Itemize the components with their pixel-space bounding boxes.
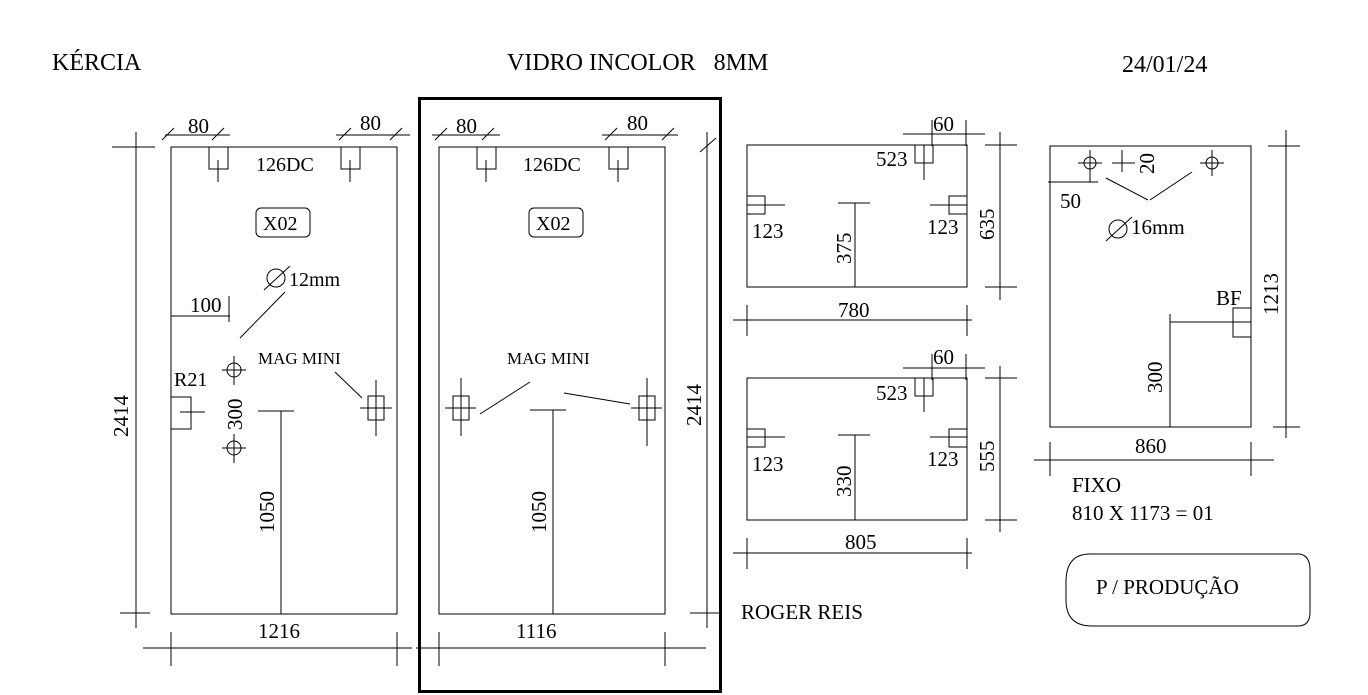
panel-3-center-height: 375 (832, 233, 856, 265)
panel-5-bf-height: 300 (1143, 362, 1167, 394)
panel-2-width: 1116 (516, 619, 556, 643)
panel-1-left-offset: 100 (190, 293, 222, 317)
panel-1-height: 2414 (109, 395, 133, 438)
drawing-date: 24/01/24 (1122, 52, 1207, 78)
panel-3-top-dim: 60 (933, 112, 954, 136)
panel-1-code: X02 (263, 213, 297, 235)
panel-1-hole-label: 12mm (289, 269, 341, 291)
panel-2-top-right-dim: 80 (627, 111, 648, 135)
designer-name: ROGER REIS (741, 600, 863, 624)
panel-3: 60 523 123 123 375 635 780 (733, 112, 1017, 336)
panel-1-outline (170, 146, 398, 615)
panel-2-selection-frame (418, 97, 722, 693)
panel-1-hole-spacing: 300 (223, 399, 247, 431)
panel-4-right-clip: 123 (927, 447, 959, 471)
panel-5-bf-label: BF (1216, 286, 1242, 310)
panel-3-right-clip: 123 (927, 215, 959, 239)
panel-5: 50 20 16mm BF 300 1213 860 (1034, 130, 1300, 476)
panel-4-hinge-label: 523 (876, 381, 908, 405)
panel-5-width: 860 (1135, 434, 1167, 458)
panel-4-width: 805 (845, 530, 877, 554)
panel-4: 60 523 123 123 330 555 805 (733, 345, 1017, 569)
panel-3-width: 780 (838, 298, 870, 322)
material-spec: VIDRO INCOLOR 8MM (507, 50, 768, 76)
fixed-dims: 810 X 1173 = 01 (1072, 501, 1214, 525)
fixed-label: FIXO (1072, 473, 1121, 497)
panel-3-height: 635 (975, 209, 999, 241)
production-stamp (1065, 553, 1311, 627)
panel-1-handle-height: 1050 (255, 491, 279, 533)
panel-2-code: X02 (536, 213, 570, 235)
panel-1-hinge-label: 126DC (256, 154, 314, 176)
panel-1-lock-label: R21 (174, 369, 207, 391)
production-stamp-label: P / PRODUÇÃO (1096, 575, 1239, 599)
panel-4-left-clip: 123 (752, 452, 784, 476)
panel-2-code-badge (528, 207, 584, 238)
panel-1-width: 1216 (258, 619, 300, 643)
panel-4-center-height: 330 (832, 466, 856, 498)
panel-2-handle-height: 1050 (527, 491, 551, 533)
panel-5-hole-label: 16mm (1131, 215, 1185, 239)
panel-5-height: 1213 (1259, 273, 1283, 315)
panel-1-mag-label: MAG MINI (258, 349, 341, 368)
panel-2-hinge-label: 126DC (523, 154, 581, 176)
panel-4-height: 555 (975, 441, 999, 473)
panel-2-top-left-dim: 80 (456, 114, 477, 138)
panel-5-left-dim: 50 (1060, 189, 1081, 213)
panel-5-outline (1049, 145, 1252, 428)
panel-2-mag-label: MAG MINI (507, 349, 590, 368)
panel-4-top-dim: 60 (933, 345, 954, 369)
panel-4-outline (746, 377, 968, 521)
panel-2: 80 80 126DC X02 MAG MINI 1050 2414 1116 (416, 111, 720, 666)
panel-1: 80 80 126DC X02 12mm 100 300 R21 (109, 111, 412, 666)
panel-2-height: 2414 (682, 384, 706, 427)
panel-1-top-left-dim: 80 (188, 114, 209, 138)
client-name: KÉRCIA (52, 50, 142, 76)
panel-1-top-right-dim: 80 (360, 111, 381, 135)
panel-3-outline (746, 144, 968, 288)
panel-1-code-badge (255, 207, 311, 238)
panel-3-left-clip: 123 (752, 219, 784, 243)
panel-3-hinge-label: 523 (876, 147, 908, 171)
panel-5-top-dim: 20 (1135, 153, 1159, 174)
panel-2-outline (438, 146, 666, 615)
